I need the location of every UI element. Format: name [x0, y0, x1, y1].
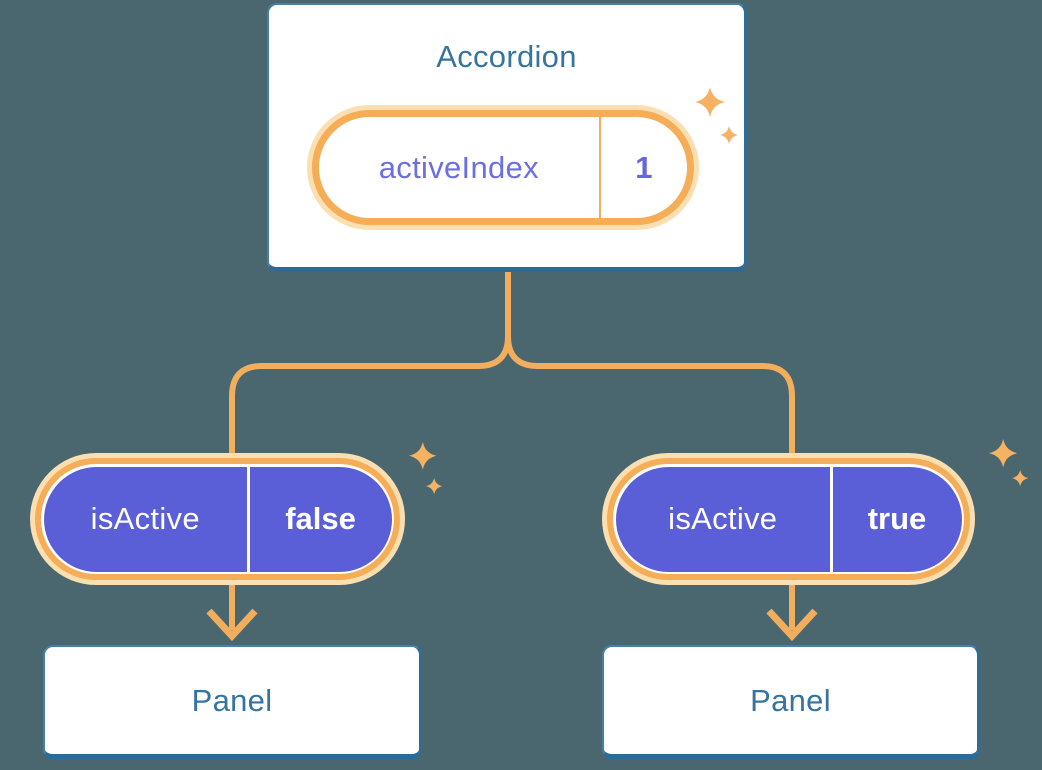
- state-pill-activeindex: activeIndex 1: [307, 105, 699, 230]
- panel-label: Panel: [191, 682, 273, 718]
- arrow-down-left-icon: [206, 608, 258, 642]
- tree-branch-left: [229, 270, 511, 630]
- state-name-label: activeIndex: [378, 149, 539, 185]
- accordion-title: Accordion: [436, 39, 577, 74]
- panel-card-right: Panel: [602, 645, 980, 759]
- prop-pill-isactive-true: isActive true: [602, 453, 975, 585]
- prop-pill-divider: [830, 466, 833, 572]
- prop-pill-divider: [247, 466, 250, 572]
- sparkle-icon: [989, 439, 1029, 487]
- prop-value-label: true: [867, 501, 927, 536]
- state-value-label: 1: [635, 149, 653, 185]
- sparkle-icon: [409, 442, 443, 495]
- prop-pill-body: isActive false: [43, 466, 392, 572]
- panel-card-left: Panel: [43, 645, 422, 759]
- prop-pill-ring: isActive false: [35, 458, 400, 580]
- prop-pill-isactive-false: isActive false: [30, 453, 405, 585]
- state-pill-ring: activeIndex 1: [312, 110, 694, 225]
- tree-branch-right: [505, 270, 795, 630]
- prop-value-label: false: [285, 501, 356, 536]
- arrow-down-right-icon: [766, 608, 818, 642]
- prop-name-label: isActive: [668, 501, 778, 536]
- sparkle-icon: [695, 87, 738, 144]
- prop-name-label: isActive: [90, 501, 200, 536]
- prop-pill-body: isActive true: [615, 466, 962, 572]
- state-pill-divider: [598, 117, 601, 218]
- prop-pill-ring: isActive true: [607, 458, 970, 580]
- panel-label: Panel: [750, 682, 831, 718]
